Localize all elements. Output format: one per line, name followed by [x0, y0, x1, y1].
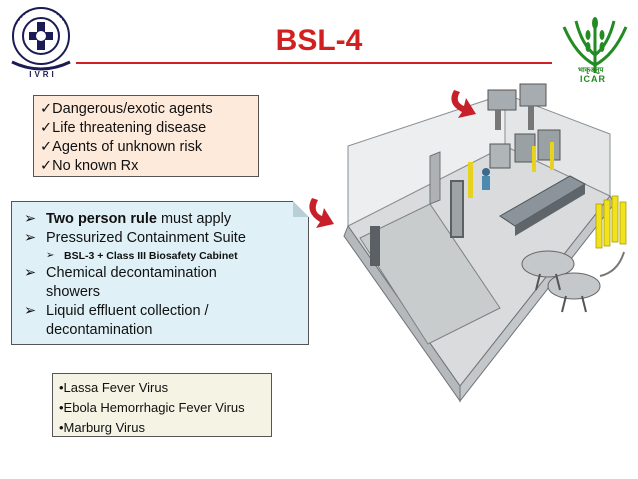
criteria-item: ✓Agents of unknown risk [40, 139, 203, 155]
arrow-bullet-icon: ➢ [24, 230, 37, 246]
arrow-bullet-icon: ➢ [24, 211, 37, 227]
arrow-bullet-icon: ➢ [24, 303, 37, 319]
practice-item: ➢ Chemical decontamination showers [24, 265, 217, 300]
arrow-bullet-icon: ➢ [24, 265, 37, 281]
example-agents-box: •Lassa Fever Virus •Ebola Hemorrhagic Fe… [52, 373, 272, 437]
slide-title: BSL-4 [275, 24, 363, 57]
practice-item: ➢ Two person rule must apply [24, 211, 232, 227]
arrow-bullet-icon: ➢ [46, 250, 55, 261]
criteria-item: ✓Life threatening disease [40, 120, 207, 136]
criteria-item: ✓Dangerous/exotic agents [40, 101, 213, 117]
practice-subitem: ➢ BSL-3 + Class III Biosafety Cabinet [46, 250, 238, 262]
checkmark-icon: ✓ [40, 158, 53, 174]
checkmark-icon: ✓ [40, 101, 53, 117]
practice-item: ➢ Pressurized Containment Suite [24, 230, 246, 246]
bsl4-lab-illustration [309, 83, 627, 403]
icar-label: ICAR [580, 74, 606, 84]
ivri-logo-icon [11, 7, 71, 71]
criteria-item: ✓No known Rx [40, 158, 139, 174]
example-item: •Lassa Fever Virus [59, 380, 169, 395]
example-item: •Marburg Virus [59, 420, 145, 435]
practice-item: ➢ Liquid effluent collection / decontami… [24, 303, 209, 338]
example-item: •Ebola Hemorrhagic Fever Virus [59, 400, 245, 415]
ivri-label: IVRI [29, 70, 57, 79]
practices-box: ➢ Two person rule must apply ➢ Pressuriz… [11, 201, 309, 345]
agent-criteria-box: ✓Dangerous/exotic agents ✓Life threateni… [33, 95, 259, 177]
icar-hindi-label: भाकृअनुप [578, 67, 604, 74]
title-underline [76, 62, 552, 64]
page-fold-corner [293, 201, 309, 217]
checkmark-icon: ✓ [40, 120, 53, 136]
icar-logo-icon [562, 17, 628, 73]
checkmark-icon: ✓ [40, 139, 53, 155]
